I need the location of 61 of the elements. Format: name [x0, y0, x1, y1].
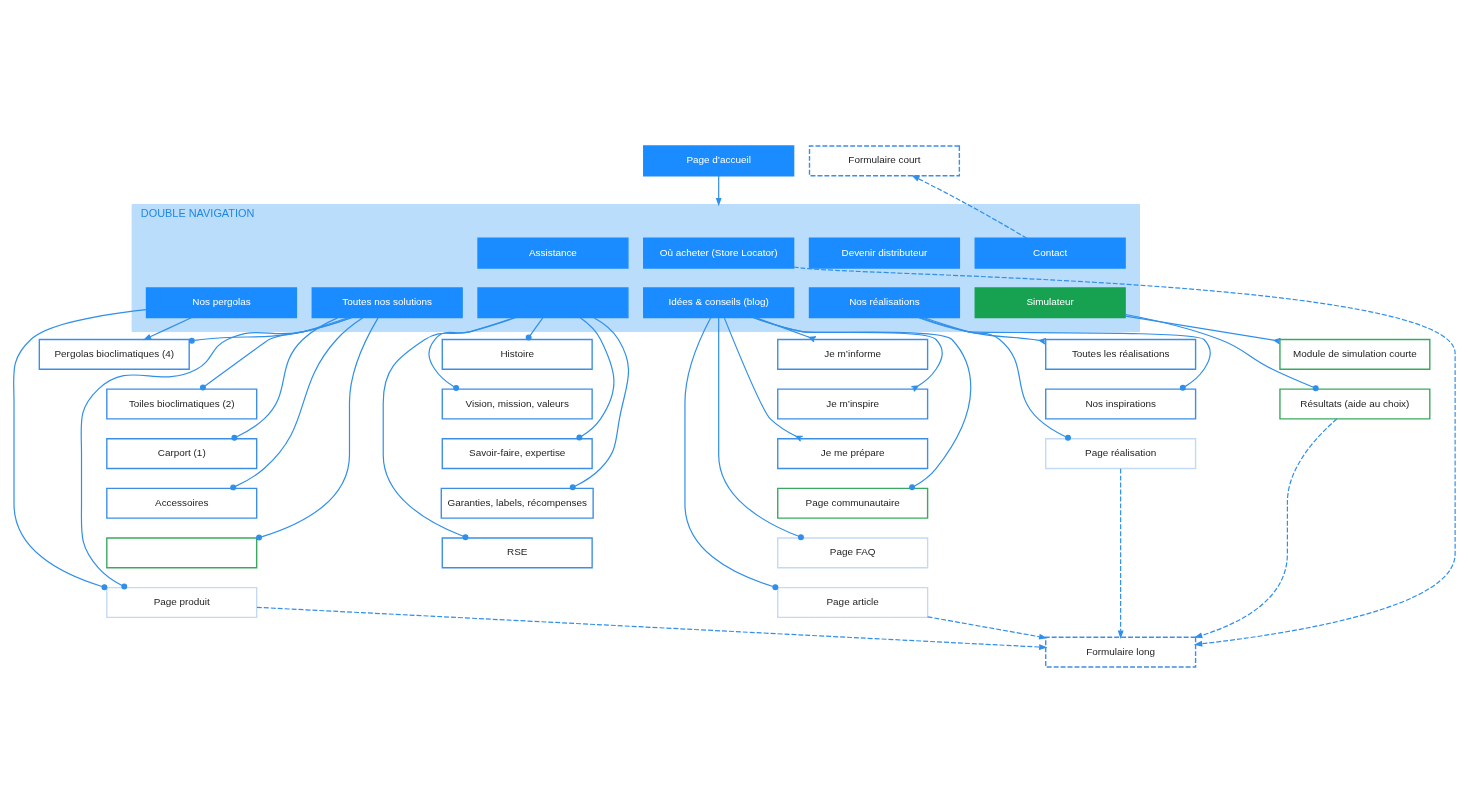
connector — [923, 316, 1071, 441]
connector — [199, 316, 349, 390]
connector — [1124, 313, 1319, 391]
node-box: Nos réalisations — [808, 286, 961, 318]
node-box: Formulaire long — [1045, 636, 1197, 668]
arrow — [142, 316, 192, 340]
node-box: Page communautaire — [777, 487, 929, 519]
node-box — [477, 286, 629, 318]
node-box: Garanties, labels, récompenses — [440, 487, 594, 519]
node-box: Page réalisation — [1045, 437, 1197, 469]
arrow — [256, 606, 1048, 650]
node-box: Nos inspirations — [1045, 387, 1197, 420]
node-box: Formulaire court — [808, 144, 961, 176]
connector — [755, 316, 817, 342]
connector — [752, 316, 972, 490]
arrow — [1117, 467, 1124, 639]
node-box — [106, 536, 258, 568]
connector — [753, 316, 943, 392]
arrow — [927, 615, 1048, 640]
connector — [231, 316, 339, 441]
connector — [684, 316, 779, 590]
node-box: Contact — [974, 237, 1126, 269]
connector — [428, 316, 515, 391]
node-box: Nos pergolas — [145, 286, 298, 318]
node-box: Savoir-faire, expertise — [441, 437, 593, 469]
connector — [230, 316, 364, 490]
node-box: Je m’inspire — [777, 387, 929, 420]
node-box: Page FAQ — [777, 536, 929, 568]
node-box: Toutes les réalisations — [1045, 338, 1197, 370]
arrow — [911, 174, 1028, 239]
node-box: Simulateur — [974, 286, 1126, 318]
connector — [1124, 314, 1281, 344]
node-box: Page article — [777, 586, 929, 618]
node-box: RSE — [441, 536, 593, 568]
node-box: Je m’informe — [777, 338, 929, 370]
node-box: Vision, mission, valeurs — [441, 387, 593, 420]
node-box: Page d’accueil — [643, 144, 795, 176]
node-box: Idées & conseils (blog) — [643, 286, 795, 318]
node-box: Histoire — [441, 338, 593, 370]
node-box: Toutes nos solutions — [311, 286, 463, 318]
node-box: Devenir distributeur — [808, 237, 961, 269]
node-box: Toiles bioclimatiques (2) — [106, 387, 258, 420]
connector — [13, 308, 147, 590]
connector — [256, 316, 379, 541]
node-box: Page produit — [106, 586, 258, 618]
arrow — [1194, 417, 1338, 638]
node-box: Carport (1) — [106, 437, 258, 469]
node-box: Accessoires — [106, 487, 258, 519]
node-box: Résultats (aide au choix) — [1279, 387, 1431, 420]
node-box: Pergolas bioclimatiques (4) — [38, 338, 190, 370]
node-box: Assistance — [477, 237, 629, 269]
connector — [525, 316, 544, 340]
node-box: Où acheter (Store Locator) — [643, 237, 795, 269]
arrow — [715, 174, 722, 206]
connector — [569, 316, 630, 490]
connector — [80, 316, 352, 589]
connector — [918, 316, 1211, 391]
connector — [576, 316, 615, 440]
connector — [382, 316, 517, 540]
node-box: Module de simulation courte — [1279, 338, 1431, 370]
connector — [920, 316, 1047, 344]
